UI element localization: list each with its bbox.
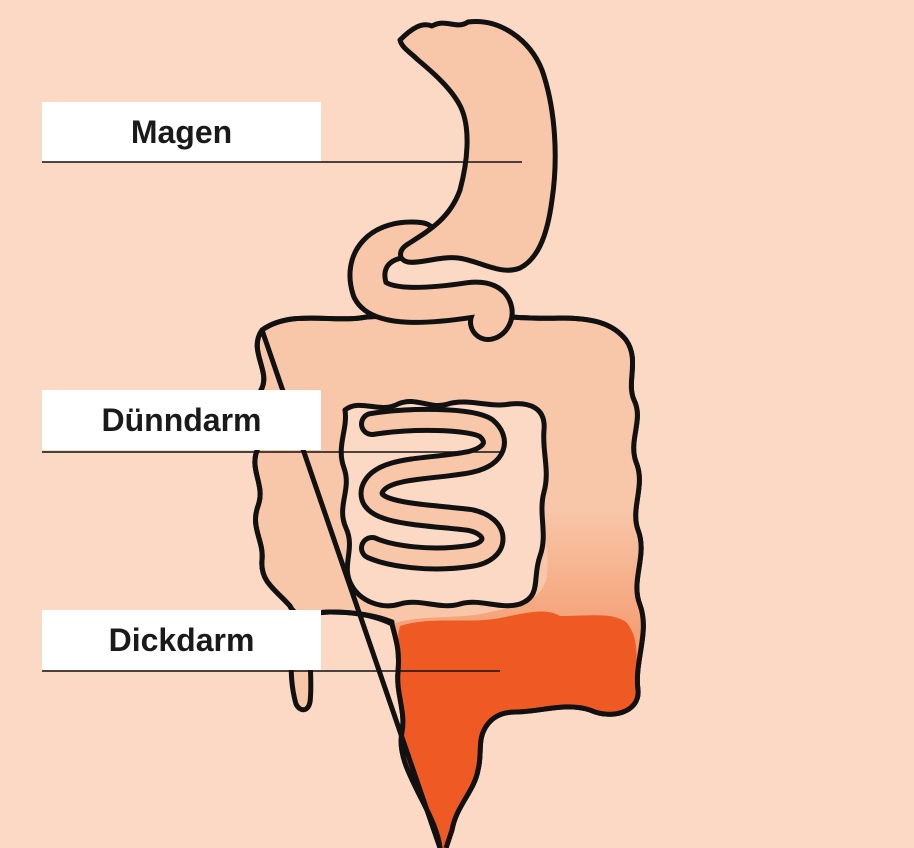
leader-lines: [0, 0, 914, 848]
